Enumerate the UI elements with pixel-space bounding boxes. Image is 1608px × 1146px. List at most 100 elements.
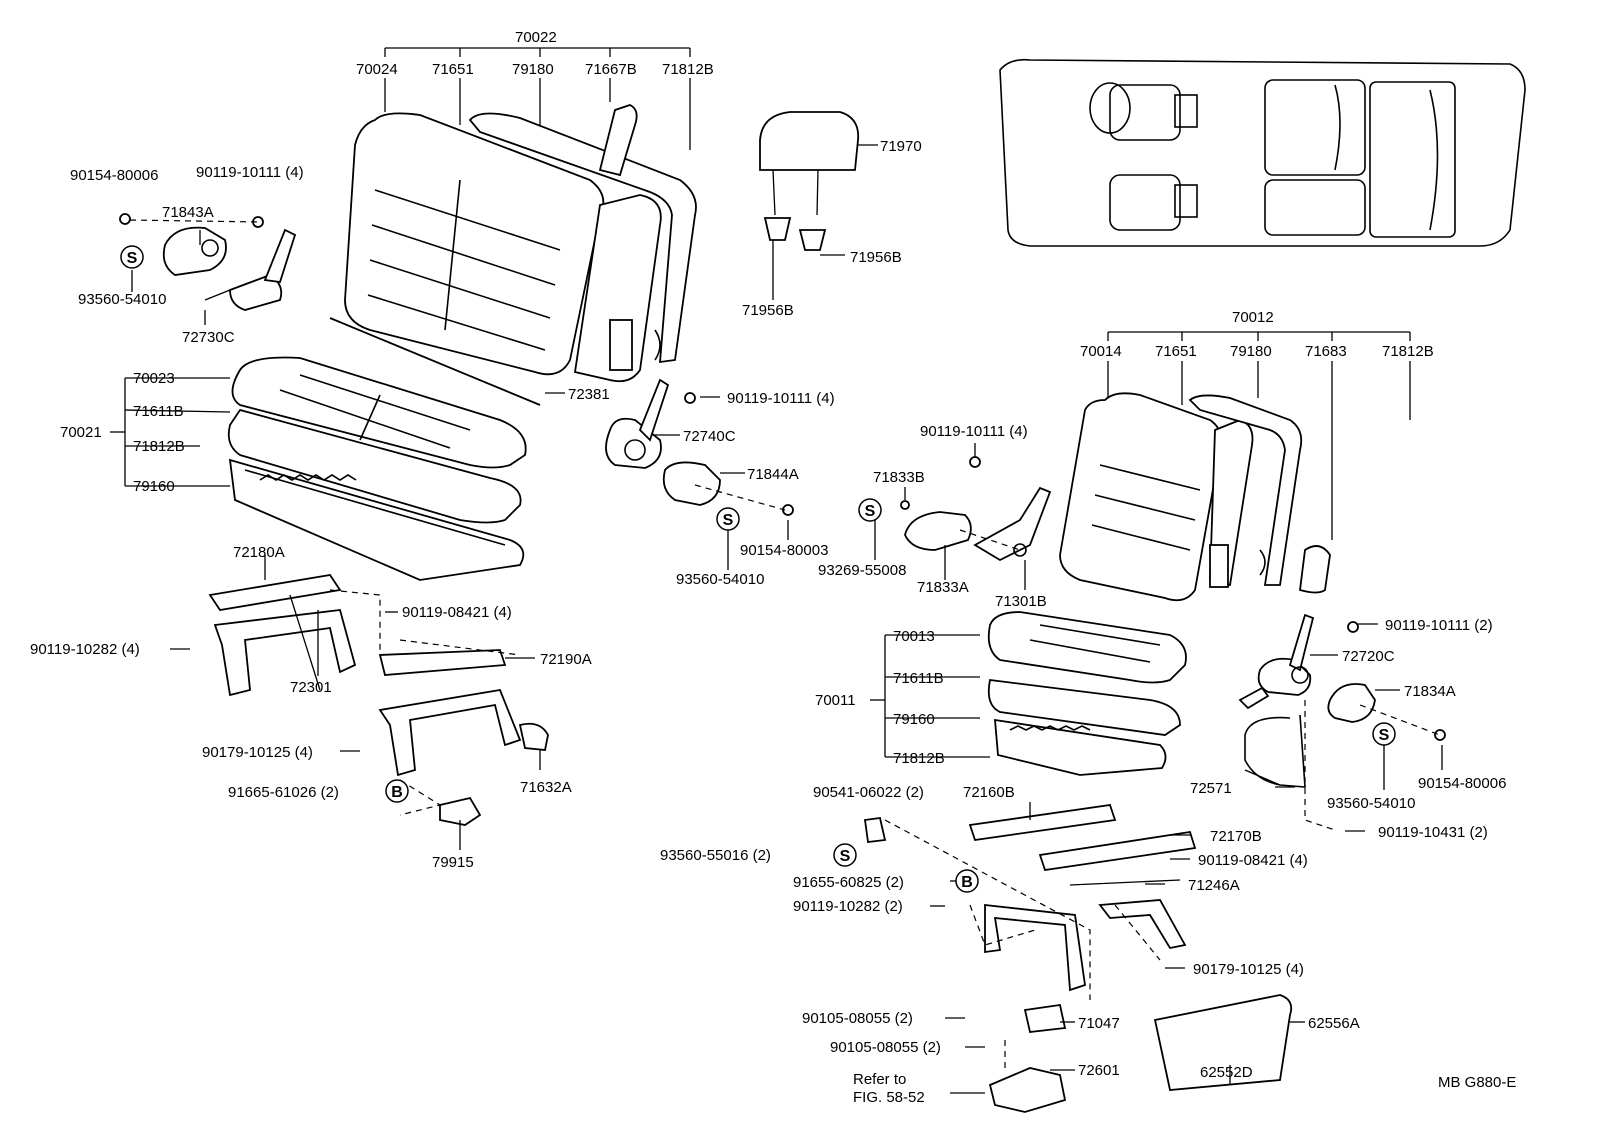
svg-text:S: S — [840, 848, 851, 865]
part-label-71047: 71047 — [1078, 1015, 1120, 1032]
part-label-90119-10431: 90119-10431 (2) — [1378, 824, 1488, 841]
part-label-70023: 70023 — [133, 370, 175, 387]
part-label-90119-08421: 90119-08421 (4) — [1198, 852, 1308, 869]
part-label-93560-54010: 93560-54010 — [78, 291, 166, 308]
part-label-93560-54010: 93560-54010 — [676, 571, 764, 588]
rear-seat-rails — [208, 574, 549, 826]
right-seat-cushion — [987, 611, 1187, 776]
symbol-b-icon: B — [385, 779, 409, 803]
part-label-70024: 70024 — [356, 61, 398, 78]
part-label-71833b: 71833B — [873, 469, 925, 486]
part-label-90119-10111: 90119-10111 (4) — [196, 164, 304, 181]
symbol-s-icon: S — [1372, 722, 1396, 746]
part-label-71812b: 71812B — [893, 750, 945, 767]
part-label-90541-06022: 90541-06022 (2) — [813, 784, 924, 801]
part-label-90119-10282: 90119-10282 (2) — [793, 898, 903, 915]
rear-seat-cushion — [227, 356, 527, 581]
part-label-79160: 79160 — [133, 478, 175, 495]
rear-recliner-left — [119, 213, 297, 311]
refer-note-line2: FIG. 58-52 — [853, 1089, 925, 1106]
svg-text:S: S — [865, 503, 876, 520]
part-label-72160b: 72160B — [963, 784, 1015, 801]
part-label-70013: 70013 — [893, 628, 935, 645]
part-label-71632a: 71632A — [520, 779, 572, 796]
part-label-79915: 79915 — [432, 854, 474, 871]
svg-text:B: B — [961, 874, 973, 891]
part-label-90119-10282: 90119-10282 (4) — [30, 641, 140, 658]
symbol-s-icon: S — [833, 843, 857, 867]
part-label-90105-08055: 90105-08055 (2) — [830, 1039, 941, 1056]
part-label-72571: 72571 — [1190, 780, 1232, 797]
part-label-71843a: 71843A — [162, 204, 214, 221]
part-label-71956b: 71956B — [850, 249, 902, 266]
part-label-62552d: 62552D — [1200, 1064, 1253, 1081]
headrest-71970 — [759, 111, 860, 251]
svg-text:S: S — [723, 512, 734, 529]
part-label-71667b: 71667B — [585, 61, 637, 78]
right-seat-rails — [863, 804, 1293, 1113]
part-label-72180a: 72180A — [233, 544, 285, 561]
part-label-71834a: 71834A — [1404, 683, 1456, 700]
rear-seat-back — [344, 104, 697, 383]
part-label-72170b: 72170B — [1210, 828, 1262, 845]
diagram-code: MB G880-E — [1438, 1074, 1516, 1091]
part-label-90119-10111: 90119-10111 (4) — [920, 423, 1028, 440]
part-label-71651: 71651 — [432, 61, 474, 78]
right-recliner-71301b — [900, 456, 1052, 562]
part-label-70021: 70021 — [60, 424, 102, 441]
part-label-71812b: 71812B — [1382, 343, 1434, 360]
part-labels: 70022 70024 71651 79180 71667B 71812B 71… — [30, 29, 1516, 1106]
part-label-79180: 79180 — [512, 61, 554, 78]
part-label-79180: 79180 — [1230, 343, 1272, 360]
symbol-s-icon: S — [858, 498, 882, 522]
part-label-90119-10111: 90119-10111 (2) — [1385, 617, 1493, 634]
vehicle-layout-inset — [999, 58, 1526, 247]
part-label-70014: 70014 — [1080, 343, 1122, 360]
part-label-79160: 79160 — [893, 711, 935, 728]
center-recliner-72740c — [605, 378, 794, 516]
part-label-93269-55008: 93269-55008 — [818, 562, 906, 579]
part-label-72740c: 72740C — [683, 428, 736, 445]
part-label-72720c: 72720C — [1342, 648, 1395, 665]
symbol-s-icon: S — [716, 507, 740, 531]
right-seat-back — [1059, 392, 1331, 602]
part-label-90105-08055: 90105-08055 (2) — [802, 1010, 913, 1027]
svg-text:S: S — [127, 250, 138, 267]
part-label-71970: 71970 — [880, 138, 922, 155]
part-label-72190a: 72190A — [540, 651, 592, 668]
part-label-90179-10125: 90179-10125 (4) — [1193, 961, 1304, 978]
part-label-71844a: 71844A — [747, 466, 799, 483]
part-label-90179-10125: 90179-10125 (4) — [202, 744, 313, 761]
part-label-72601: 72601 — [1078, 1062, 1120, 1079]
right-recliner-72720c — [1238, 613, 1446, 788]
leader-lines — [110, 47, 1443, 1094]
part-label-91665-61026: 91665-61026 (2) — [228, 784, 339, 801]
part-label-71611b: 71611B — [133, 403, 184, 420]
refer-note-line1: Refer to — [853, 1071, 906, 1088]
part-label-93560-55016: 93560-55016 (2) — [660, 847, 771, 864]
part-label-90154-80006: 90154-80006 — [70, 167, 158, 184]
part-label-93560-54010: 93560-54010 — [1327, 795, 1415, 812]
svg-text:B: B — [391, 784, 403, 801]
part-label-71812b: 71812B — [133, 438, 185, 455]
part-label-62556a: 62556A — [1308, 1015, 1360, 1032]
symbol-s-icon: S — [120, 245, 144, 269]
part-label-71611b: 71611B — [893, 670, 944, 687]
part-label-71301b: 71301B — [995, 593, 1047, 610]
part-label-90119-10111: 90119-10111 (4) — [727, 390, 835, 407]
part-label-71812b: 71812B — [662, 61, 714, 78]
part-label-71651: 71651 — [1155, 343, 1197, 360]
part-label-91655-60825: 91655-60825 (2) — [793, 874, 904, 891]
part-label-90119-08421: 90119-08421 (4) — [402, 604, 512, 621]
part-label-72730c: 72730C — [182, 329, 235, 346]
symbol-b-icon: B — [955, 869, 979, 893]
part-label-71683: 71683 — [1305, 343, 1347, 360]
rod-72381 — [329, 317, 541, 406]
part-label-71833a: 71833A — [917, 579, 969, 596]
part-label-72301: 72301 — [290, 679, 332, 696]
svg-text:S: S — [1379, 727, 1390, 744]
part-label-70012: 70012 — [1232, 309, 1274, 326]
part-label-90154-80006: 90154-80006 — [1418, 775, 1506, 792]
